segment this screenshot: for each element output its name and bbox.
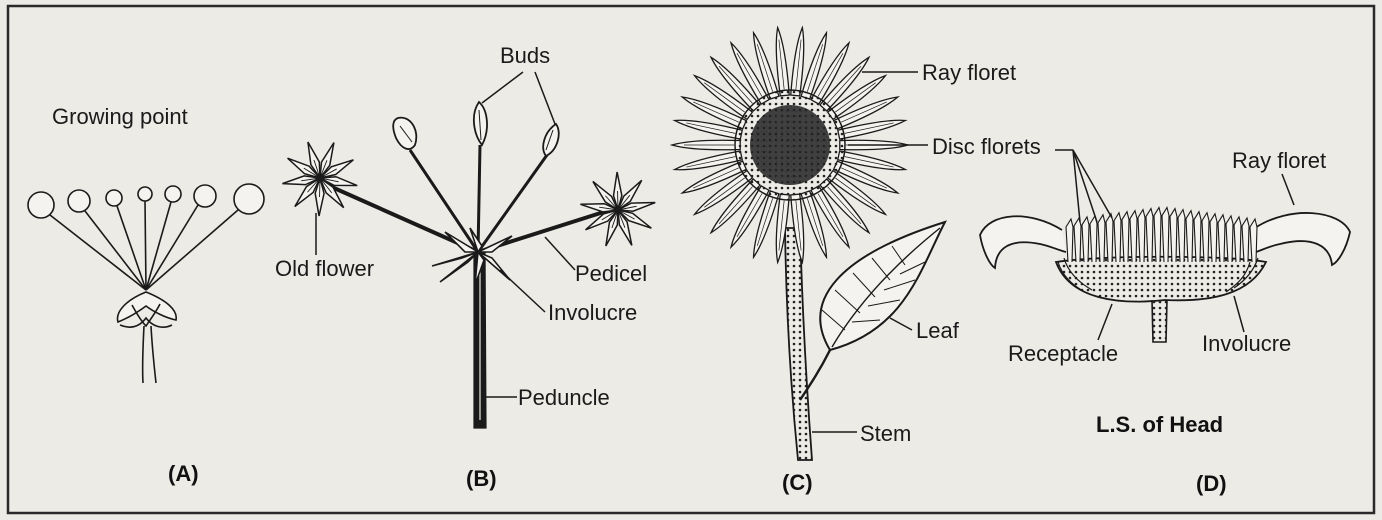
panel-d-title: L.S. of Head: [1096, 414, 1223, 436]
caption-panel-d: (D): [1196, 473, 1227, 495]
label-peduncle: Peduncle: [518, 387, 610, 409]
label-growing-point: Growing point: [52, 106, 188, 128]
label-old-flower: Old flower: [275, 258, 374, 280]
panel-a-growing-point-drawing: [28, 184, 264, 383]
label-involucre-d: Involucre: [1202, 333, 1291, 355]
caption-panel-a: (A): [168, 463, 199, 485]
label-pedicel: Pedicel: [575, 263, 647, 285]
panel-d-ls-head-drawing: [980, 208, 1350, 342]
label-buds: Buds: [500, 45, 550, 67]
label-leaf: Leaf: [916, 320, 959, 342]
label-ray-floret-d: Ray floret: [1232, 150, 1326, 172]
panel-b-old-flower-right: [580, 172, 655, 246]
label-ray-floret-c: Ray floret: [922, 62, 1016, 84]
label-disc-florets: Disc florets: [932, 136, 1041, 158]
label-involucre-b: Involucre: [548, 302, 637, 324]
caption-panel-b: (B): [466, 468, 497, 490]
label-receptacle: Receptacle: [1008, 343, 1118, 365]
label-stem: Stem: [860, 423, 911, 445]
panel-c-sunflower-drawing: [672, 28, 945, 460]
caption-panel-c: (C): [782, 472, 813, 494]
panel-b-old-flower-left: [282, 142, 357, 216]
